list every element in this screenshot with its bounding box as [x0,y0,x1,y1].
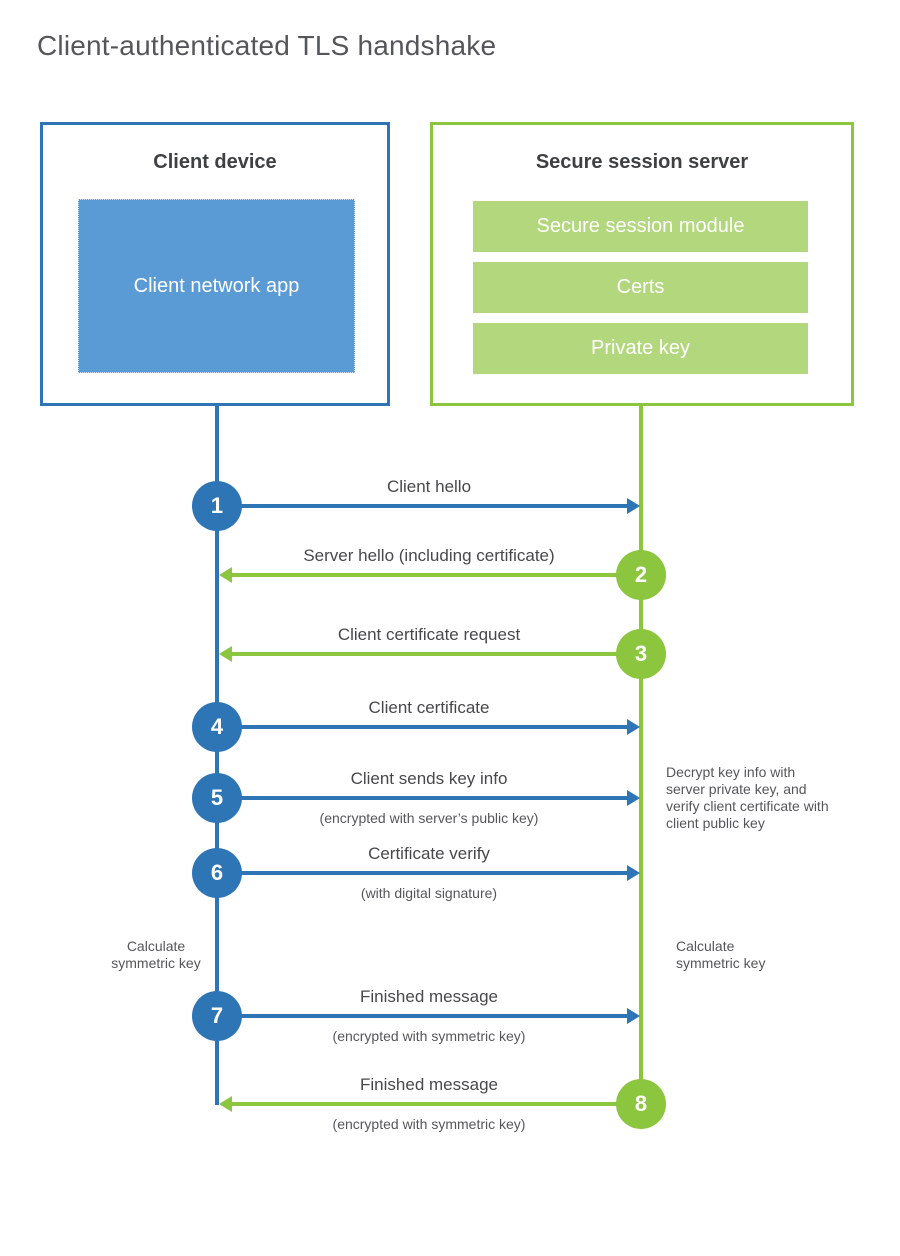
client-device-title: Client device [153,151,277,173]
arrow-right [217,725,627,729]
server-module-label: Private key [591,337,690,359]
step-number-badge: 2 [616,550,666,600]
arrowhead-left-icon [219,1096,232,1112]
server-module-certs: Certs [473,262,808,313]
server-calculate-symmetric-key-note: Calculate symmetric key [676,938,766,971]
client-network-app-label: Client network app [133,274,300,297]
step-label: Finished message [360,1075,498,1094]
step-number-badge: 8 [616,1079,666,1129]
step-sublabel: (encrypted with symmetric key) [332,1116,526,1132]
page-title: Client-authenticated TLS handshake [37,30,497,61]
client-calculate-symmetric-key-note: Calculate symmetric key [111,938,201,971]
step-number-badge: 7 [192,991,242,1041]
arrow-right [217,796,627,800]
secure-session-server-title: Secure session server [535,151,749,173]
arrowhead-left-icon [219,646,232,662]
step-label: Finished message [360,987,498,1006]
client-device-box: Client device Client network app [40,122,390,406]
step-number-badge: 1 [192,481,242,531]
arrow-right [217,871,627,875]
server-module-private-key: Private key [473,323,808,374]
step-label: Client certificate [368,698,490,717]
arrowhead-left-icon [219,567,232,583]
step-number-badge: 4 [192,702,242,752]
secure-session-server-box: Secure session server Secure session mod… [430,122,854,406]
arrow-left [232,1102,641,1106]
arrow-left [232,652,641,656]
arrowhead-right-icon [627,498,640,514]
step-label: Certificate verify [368,844,490,863]
step-label: Server hello (including certificate) [303,546,555,565]
step-number-badge: 5 [192,773,242,823]
arrow-left [232,573,641,577]
step-label: Client certificate request [337,625,521,644]
step-label: Client hello [386,477,472,496]
step-number-badge: 3 [616,629,666,679]
arrow-right [217,504,627,508]
server-module-label: Certs [616,276,665,298]
client-lifeline [215,405,219,1105]
server-module-label: Secure session module [536,215,745,237]
server-decrypt-note: Decrypt key info with server private key… [666,764,829,831]
server-module-secure-session: Secure session module [473,201,808,252]
arrowhead-right-icon [627,865,640,881]
arrowhead-right-icon [627,719,640,735]
step-number-badge: 6 [192,848,242,898]
server-lifeline [639,405,643,1127]
arrowhead-right-icon [627,790,640,806]
step-label: Client sends key info [350,769,508,788]
arrowhead-right-icon [627,1008,640,1024]
step-sublabel: (with digital signature) [360,885,498,901]
step-sublabel: (encrypted with symmetric key) [332,1028,526,1044]
step-sublabel: (encrypted with server’s public key) [319,810,539,826]
arrow-right [217,1014,627,1018]
client-network-app-box: Client network app [78,199,355,373]
